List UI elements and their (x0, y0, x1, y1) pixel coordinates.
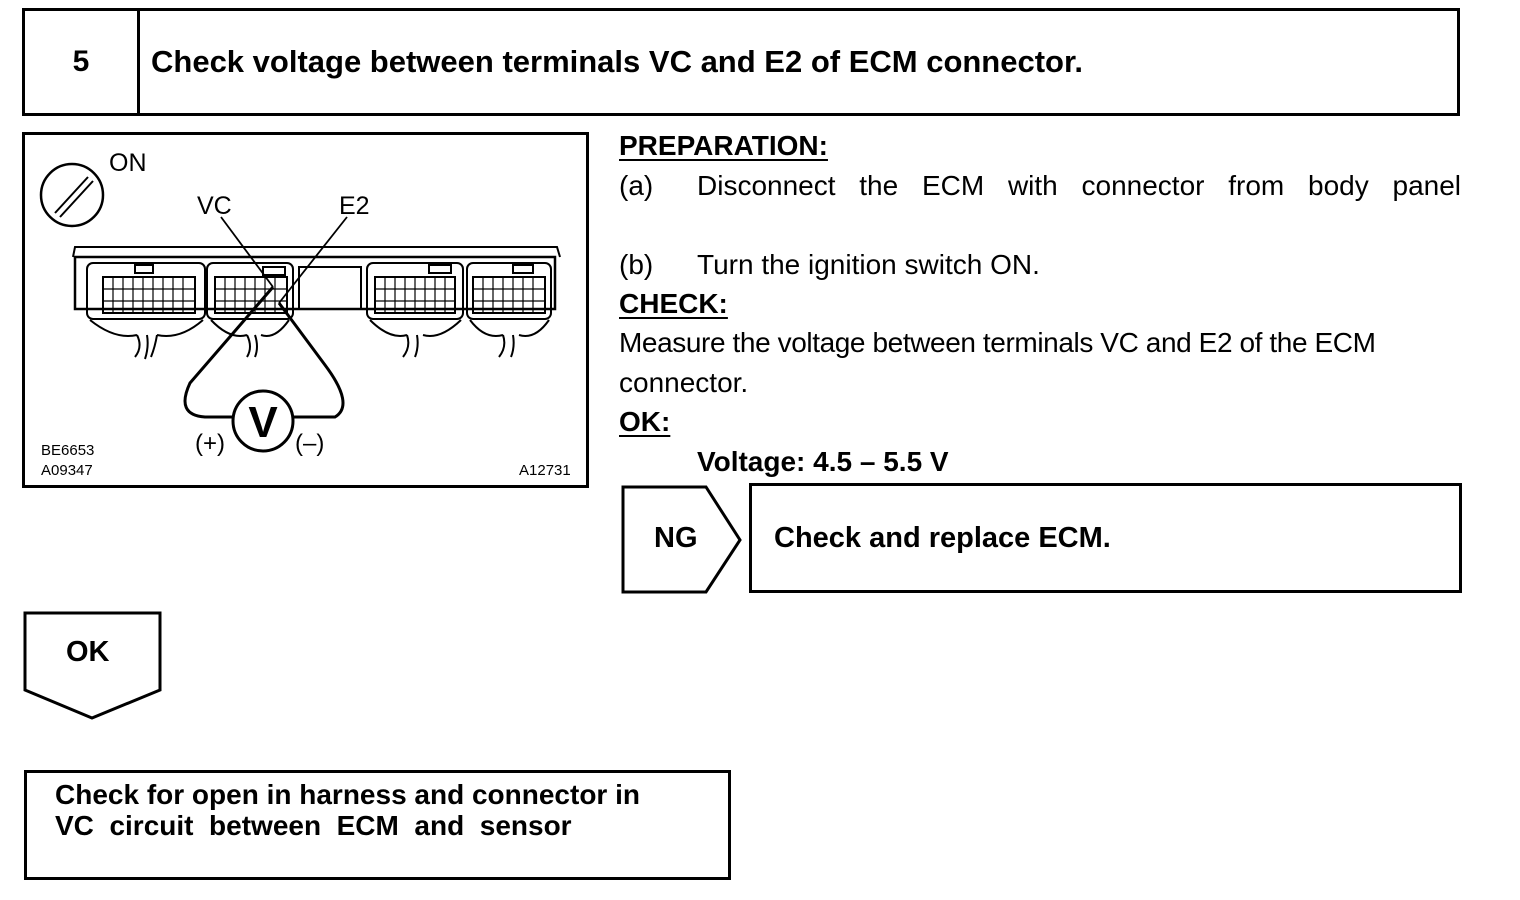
check-line-1: Measure the voltage between terminals VC… (619, 327, 1376, 358)
step-number: 5 (25, 11, 140, 113)
preparation-heading: PREPARATION: (619, 130, 828, 161)
ok-result-line-2: VC circuit between ECM and sensor (55, 810, 572, 841)
ok-spec: Voltage: 4.5 – 5.5 V (697, 446, 949, 477)
terminal-e2-label: E2 (339, 192, 370, 220)
positive-probe-label: (+) (195, 430, 225, 457)
ignition-switch-icon (39, 162, 105, 228)
blank-panel (298, 266, 362, 310)
ok-heading: OK: (619, 406, 671, 437)
ng-result-box: Check and replace ECM. (749, 483, 1462, 593)
voltmeter-wire-negative (277, 302, 345, 419)
ng-result-text: Check and replace ECM. (774, 521, 1111, 554)
step-title: Check voltage between terminals VC and E… (151, 44, 1083, 79)
figure-code-3: A12731 (519, 462, 571, 479)
voltmeter-wire-positive (183, 286, 275, 419)
figure-code-1: BE6653 (41, 442, 94, 459)
figure-code-2: A09347 (41, 462, 93, 479)
ok-result-box: Check for open in harness and connector … (24, 770, 731, 880)
ok-label: OK (66, 636, 110, 668)
voltmeter-symbol: V (248, 398, 278, 447)
ok-result-line-1: Check for open in harness and connector … (55, 779, 640, 810)
ng-arrow-icon (621, 485, 742, 594)
ng-label: NG (654, 522, 698, 554)
switch-label: ON (109, 149, 147, 177)
step-a-marker: (a) (619, 170, 654, 201)
connector-4 (466, 262, 552, 358)
step-header: 5 Check voltage between terminals VC and… (22, 8, 1460, 116)
connector-3 (366, 262, 464, 358)
ok-arrow-icon (23, 611, 162, 720)
connector-1 (86, 262, 206, 360)
check-line-2: connector. (619, 367, 749, 398)
negative-probe-label: (–) (295, 430, 324, 457)
step-b-marker: (b) (619, 249, 654, 280)
terminal-vc-label: VC (197, 192, 232, 220)
ecm-connector-diagram: ON VC E2 V (+) (–) BE6653 A09347 A12731 (22, 132, 589, 488)
voltmeter-icon (231, 389, 295, 453)
step-a-text: Disconnect the ECM with connector from b… (697, 170, 1461, 201)
vc-lead-line (220, 216, 274, 288)
ecm-diagram-svg: ON VC E2 V (+) (–) BE6653 A09347 A12731 (39, 149, 571, 479)
e2-lead-line (278, 216, 348, 304)
check-heading: CHECK: (619, 288, 728, 319)
step-b-text: Turn the ignition switch ON. (697, 249, 1040, 280)
